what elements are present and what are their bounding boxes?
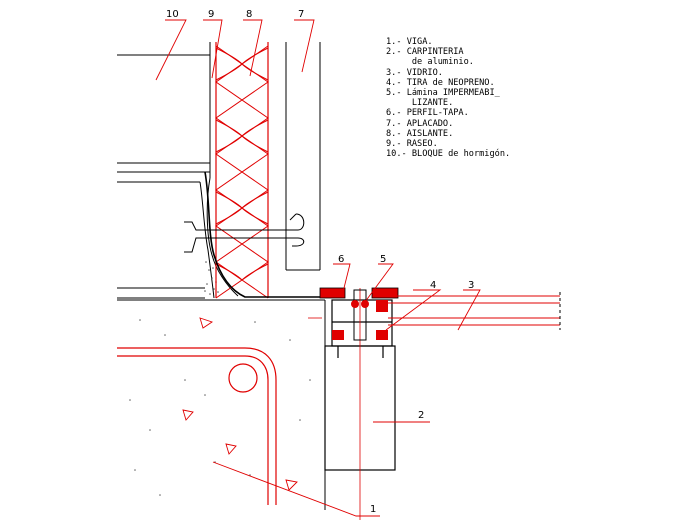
callout-6: 6 bbox=[338, 254, 344, 265]
cladding bbox=[285, 42, 321, 271]
callout-3: 3 bbox=[468, 280, 474, 291]
legend-item: 6.- PERFIL-TAPA. bbox=[386, 108, 469, 119]
callout-leaders bbox=[155, 19, 481, 517]
callout-10: 10 bbox=[166, 9, 179, 20]
callout-5: 5 bbox=[380, 254, 386, 265]
beam-speckle bbox=[129, 319, 311, 496]
frame-axis bbox=[308, 288, 361, 520]
concrete-beam bbox=[117, 299, 326, 510]
wall-anchor bbox=[184, 213, 305, 253]
callout-numbers: 10 9 8 7 6 5 4 3 2 1 bbox=[166, 9, 474, 515]
callout-7: 7 bbox=[298, 9, 304, 20]
glass-panes bbox=[388, 292, 561, 330]
legend-item: 4.- TIRA de NEOPRENO. bbox=[386, 77, 495, 88]
legend-list: 1.- VIGA. 2.- CARPINTERIA de aluminio. 3… bbox=[386, 37, 510, 159]
beam-texture bbox=[182, 317, 298, 491]
render-texture bbox=[204, 261, 219, 295]
waterproof-sheet bbox=[204, 171, 331, 298]
legend-item: 8.- AISLANTE. bbox=[386, 128, 454, 139]
beam-rebar bbox=[117, 347, 277, 505]
legend-item: 1.- VIGA. bbox=[386, 37, 433, 47]
callout-4: 4 bbox=[430, 280, 436, 291]
callout-9: 9 bbox=[208, 9, 214, 20]
legend-item: 2.- CARPINTERIA bbox=[386, 47, 464, 58]
legend-item: 10.- BLOQUE de hormigón. bbox=[386, 149, 511, 160]
legend-item: 5.- Lámina IMPERMEABI_ bbox=[386, 88, 500, 99]
legend-item: 9.- RASEO. bbox=[386, 139, 438, 150]
legend-item: 3.- VIDRIO. bbox=[386, 67, 443, 78]
callout-2: 2 bbox=[418, 410, 424, 421]
callout-1: 1 bbox=[370, 504, 376, 515]
legend-item: 7.- APLACADO. bbox=[386, 118, 454, 129]
insulation bbox=[215, 42, 269, 299]
legend-item: de aluminio. bbox=[386, 57, 474, 68]
concrete-block bbox=[117, 54, 210, 299]
legend-item: LIZANTE. bbox=[386, 98, 454, 109]
callout-8: 8 bbox=[246, 9, 252, 20]
cover-profile bbox=[319, 287, 399, 341]
